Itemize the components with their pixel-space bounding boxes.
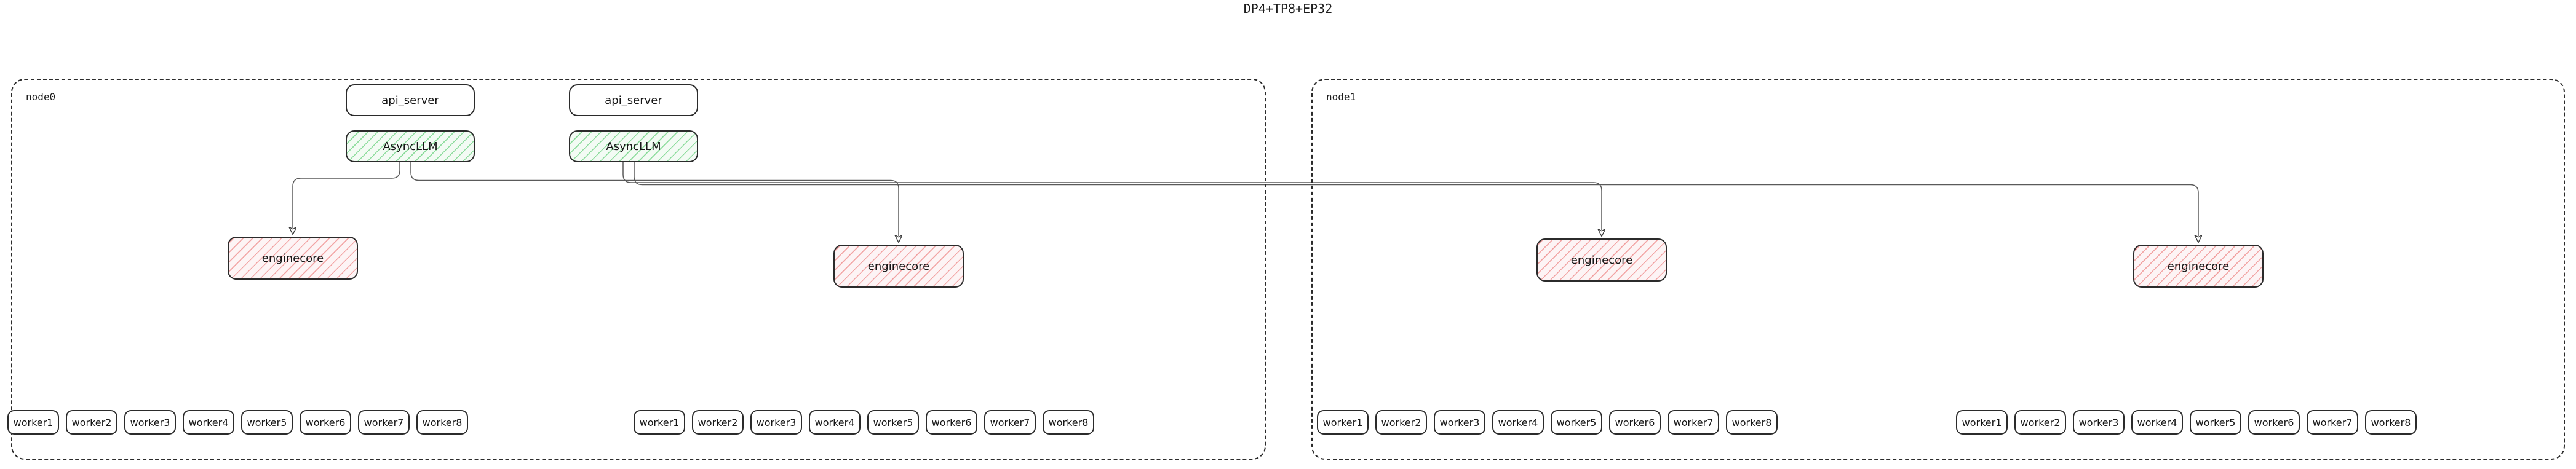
worker-node-node1-group0-5[interactable]: worker6 (1609, 410, 1661, 435)
cluster-node0 (11, 79, 1266, 460)
enginecore-node-3-label: enginecore (2167, 259, 2230, 273)
worker-node-node0-group0-7-label: worker8 (422, 416, 463, 428)
api-server-node-1-label: api_server (605, 93, 662, 107)
cluster-label-node1: node1 (1326, 91, 1356, 103)
worker-node-node0-group0-1[interactable]: worker2 (66, 410, 117, 435)
worker-node-node1-group1-6[interactable]: worker7 (2307, 410, 2358, 435)
worker-node-node0-group0-6-label: worker7 (364, 416, 404, 428)
enginecore-node-3[interactable]: enginecore (2133, 245, 2264, 288)
worker-node-node0-group0-7[interactable]: worker8 (416, 410, 468, 435)
enginecore-node-1[interactable]: enginecore (833, 245, 964, 288)
api-server-node-0[interactable]: api_server (346, 84, 475, 116)
worker-node-node1-group1-0-label: worker1 (1962, 416, 2002, 428)
api-server-node-0-label: api_server (381, 93, 439, 107)
worker-node-node1-group1-5-label: worker6 (2254, 416, 2294, 428)
worker-node-node0-group0-0[interactable]: worker1 (7, 410, 59, 435)
worker-node-node1-group1-1-label: worker2 (2020, 416, 2061, 428)
worker-node-node0-group1-1[interactable]: worker2 (692, 410, 744, 435)
worker-node-node0-group1-5[interactable]: worker6 (926, 410, 977, 435)
worker-node-node1-group0-5-label: worker6 (1615, 416, 1655, 428)
worker-node-node0-group0-2[interactable]: worker3 (124, 410, 176, 435)
worker-node-node0-group0-1-label: worker2 (71, 416, 112, 428)
worker-node-node1-group0-1-label: worker2 (1381, 416, 1421, 428)
worker-node-node0-group1-7[interactable]: worker8 (1043, 410, 1094, 435)
worker-node-node0-group1-6[interactable]: worker7 (984, 410, 1036, 435)
worker-node-node1-group0-0-label: worker1 (1322, 416, 1363, 428)
worker-node-node1-group0-7[interactable]: worker8 (1726, 410, 1778, 435)
worker-node-node0-group1-2-label: worker3 (756, 416, 797, 428)
worker-node-node1-group0-1[interactable]: worker2 (1375, 410, 1427, 435)
worker-node-node0-group1-0[interactable]: worker1 (634, 410, 685, 435)
worker-node-node0-group0-5[interactable]: worker6 (300, 410, 351, 435)
worker-node-node1-group0-4-label: worker5 (1556, 416, 1597, 428)
worker-node-node1-group1-5[interactable]: worker6 (2248, 410, 2300, 435)
worker-node-node1-group1-3[interactable]: worker4 (2131, 410, 2183, 435)
asyncllm-node-1-label: AsyncLLM (606, 140, 661, 153)
api-server-node-1[interactable]: api_server (569, 84, 698, 116)
worker-node-node1-group0-3[interactable]: worker4 (1492, 410, 1544, 435)
worker-node-node0-group0-4[interactable]: worker5 (241, 410, 293, 435)
enginecore-node-2[interactable]: enginecore (1536, 238, 1667, 282)
worker-node-node0-group1-4[interactable]: worker5 (867, 410, 919, 435)
asyncllm-node-0[interactable]: AsyncLLM (346, 130, 475, 162)
worker-node-node1-group1-2[interactable]: worker3 (2073, 410, 2125, 435)
enginecore-node-1-label: enginecore (867, 259, 930, 273)
worker-node-node0-group1-1-label: worker2 (698, 416, 738, 428)
worker-node-node1-group1-1[interactable]: worker2 (2014, 410, 2066, 435)
worker-node-node1-group0-4[interactable]: worker5 (1551, 410, 1602, 435)
cluster-label-node0: node0 (26, 91, 56, 103)
worker-node-node1-group1-0[interactable]: worker1 (1956, 410, 2008, 435)
worker-node-node0-group1-5-label: worker6 (931, 416, 972, 428)
worker-node-node1-group1-6-label: worker7 (2312, 416, 2353, 428)
worker-node-node1-group0-3-label: worker4 (1498, 416, 1538, 428)
asyncllm-node-1[interactable]: AsyncLLM (569, 130, 698, 162)
worker-node-node0-group1-0-label: worker1 (639, 416, 680, 428)
worker-node-node1-group0-2-label: worker3 (1439, 416, 1480, 428)
worker-node-node1-group0-0[interactable]: worker1 (1317, 410, 1369, 435)
enginecore-node-0-label: enginecore (261, 251, 324, 265)
worker-node-node0-group1-3[interactable]: worker4 (809, 410, 861, 435)
asyncllm-node-0-label: AsyncLLM (383, 140, 438, 153)
worker-node-node1-group1-4-label: worker5 (2195, 416, 2236, 428)
worker-node-node1-group1-7[interactable]: worker8 (2365, 410, 2417, 435)
worker-node-node1-group1-7-label: worker8 (2371, 416, 2411, 428)
worker-node-node0-group1-6-label: worker7 (990, 416, 1030, 428)
cluster-node1 (1311, 79, 2565, 460)
worker-node-node1-group1-2-label: worker3 (2078, 416, 2119, 428)
worker-node-node0-group0-3[interactable]: worker4 (183, 410, 234, 435)
worker-node-node0-group0-3-label: worker4 (188, 416, 229, 428)
worker-node-node0-group0-5-label: worker6 (305, 416, 346, 428)
worker-node-node0-group0-6[interactable]: worker7 (358, 410, 410, 435)
worker-node-node0-group1-3-label: worker4 (814, 416, 855, 428)
worker-node-node0-group0-4-label: worker5 (247, 416, 287, 428)
page-title: DP4+TP8+EP32 (1243, 1, 1333, 16)
worker-node-node0-group0-0-label: worker1 (13, 416, 54, 428)
worker-node-node0-group1-2[interactable]: worker3 (750, 410, 802, 435)
worker-node-node1-group0-6-label: worker7 (1673, 416, 1714, 428)
worker-node-node1-group1-3-label: worker4 (2137, 416, 2177, 428)
enginecore-node-2-label: enginecore (1570, 253, 1633, 267)
worker-node-node0-group1-4-label: worker5 (873, 416, 913, 428)
worker-node-node1-group1-4[interactable]: worker5 (2190, 410, 2241, 435)
worker-node-node1-group0-7-label: worker8 (1731, 416, 1772, 428)
worker-node-node0-group0-2-label: worker3 (130, 416, 170, 428)
worker-node-node1-group0-6[interactable]: worker7 (1668, 410, 1719, 435)
worker-node-node0-group1-7-label: worker8 (1048, 416, 1089, 428)
worker-node-node1-group0-2[interactable]: worker3 (1434, 410, 1485, 435)
enginecore-node-0[interactable]: enginecore (228, 237, 358, 280)
